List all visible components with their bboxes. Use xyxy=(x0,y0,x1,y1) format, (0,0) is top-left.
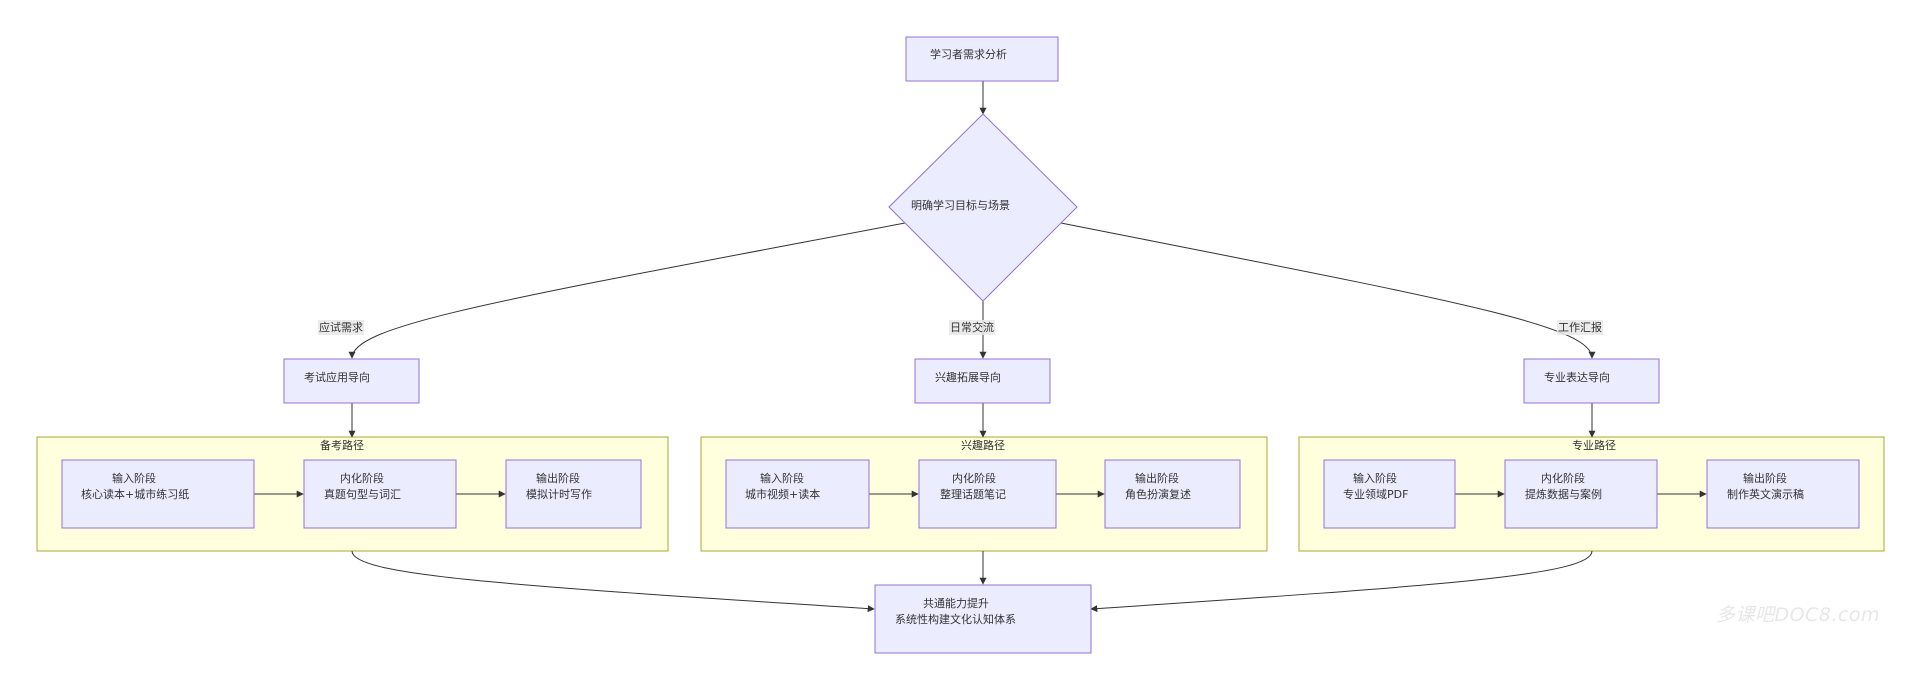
node-pro-internal-text: 内化阶段 提炼数据与案例 xyxy=(1525,471,1602,501)
node-pro-input-text: 输入阶段 专业领域PDF xyxy=(1343,471,1408,501)
node-start-text: 学习者需求分析 xyxy=(930,47,1007,61)
node-exam-output[interactable]: 输出阶段 模拟计时写作 xyxy=(505,459,642,529)
edge-pro-common xyxy=(1090,550,1593,613)
edge-label-work-text: 工作汇报 xyxy=(1558,320,1602,334)
node-exam-internal[interactable]: 内化阶段 真题句型与词汇 xyxy=(303,459,457,529)
cluster-exam-title: 备考路径 xyxy=(320,438,364,452)
node-pro-internal[interactable]: 内化阶段 提炼数据与案例 xyxy=(1504,459,1658,529)
node-interest-output-text: 输出阶段 角色扮演复述 xyxy=(1125,471,1191,501)
node-interest-input[interactable]: 输入阶段 城市视频+读本 xyxy=(725,459,870,529)
node-common[interactable]: 共通能力提升 系统性构建文化认知体系 xyxy=(874,584,1092,654)
node-interest-output[interactable]: 输出阶段 角色扮演复述 xyxy=(1104,459,1241,529)
edge-label-work: 工作汇报 xyxy=(1557,320,1603,335)
edges xyxy=(254,81,1707,613)
node-exam-input[interactable]: 输入阶段 核心读本+城市练习纸 xyxy=(61,459,255,529)
edge-label-daily: 日常交流 xyxy=(949,320,995,335)
node-interest-internal-text: 内化阶段 整理话题笔记 xyxy=(940,471,1006,501)
node-pro-output[interactable]: 输出阶段 制作英文演示稿 xyxy=(1706,459,1860,529)
node-common-text: 共通能力提升 系统性构建文化认知体系 xyxy=(895,596,1016,626)
node-interest-input-text: 输入阶段 城市视频+读本 xyxy=(745,471,820,501)
node-decision-text: 明确学习目标与场景 xyxy=(911,198,1010,212)
edge-decision-exam xyxy=(348,222,906,359)
node-interest-internal[interactable]: 内化阶段 整理话题笔记 xyxy=(918,459,1057,529)
edge-exam-common xyxy=(351,550,875,613)
node-start[interactable]: 学习者需求分析 xyxy=(905,36,1059,82)
node-pro-input[interactable]: 输入阶段 专业领域PDF xyxy=(1323,459,1456,529)
node-interest-orientation[interactable]: 兴趣拓展导向 xyxy=(914,358,1051,404)
edge-label-exam: 应试需求 xyxy=(318,320,364,335)
edge-label-exam-text: 应试需求 xyxy=(319,320,363,334)
node-exam-orientation-text: 考试应用导向 xyxy=(304,370,370,384)
edge-decision-pro xyxy=(1060,222,1596,359)
cluster-pro-title: 专业路径 xyxy=(1572,438,1616,452)
watermark-text: 多课吧DOC8.com xyxy=(1716,604,1881,626)
node-pro-output-text: 输出阶段 制作英文演示稿 xyxy=(1727,471,1804,501)
node-pro-orientation[interactable]: 专业表达导向 xyxy=(1523,358,1660,404)
edge-label-daily-text: 日常交流 xyxy=(950,320,994,334)
node-exam-input-text: 输入阶段 核心读本+城市练习纸 xyxy=(81,471,189,501)
cluster-interest-title: 兴趣路径 xyxy=(961,438,1005,452)
node-exam-orientation[interactable]: 考试应用导向 xyxy=(283,358,420,404)
node-pro-orientation-text: 专业表达导向 xyxy=(1544,370,1610,384)
node-interest-orientation-text: 兴趣拓展导向 xyxy=(935,370,1001,384)
node-decision[interactable]: 明确学习目标与场景 xyxy=(888,113,1078,302)
node-exam-internal-text: 内化阶段 真题句型与词汇 xyxy=(324,471,401,501)
node-exam-output-text: 输出阶段 模拟计时写作 xyxy=(526,471,592,501)
